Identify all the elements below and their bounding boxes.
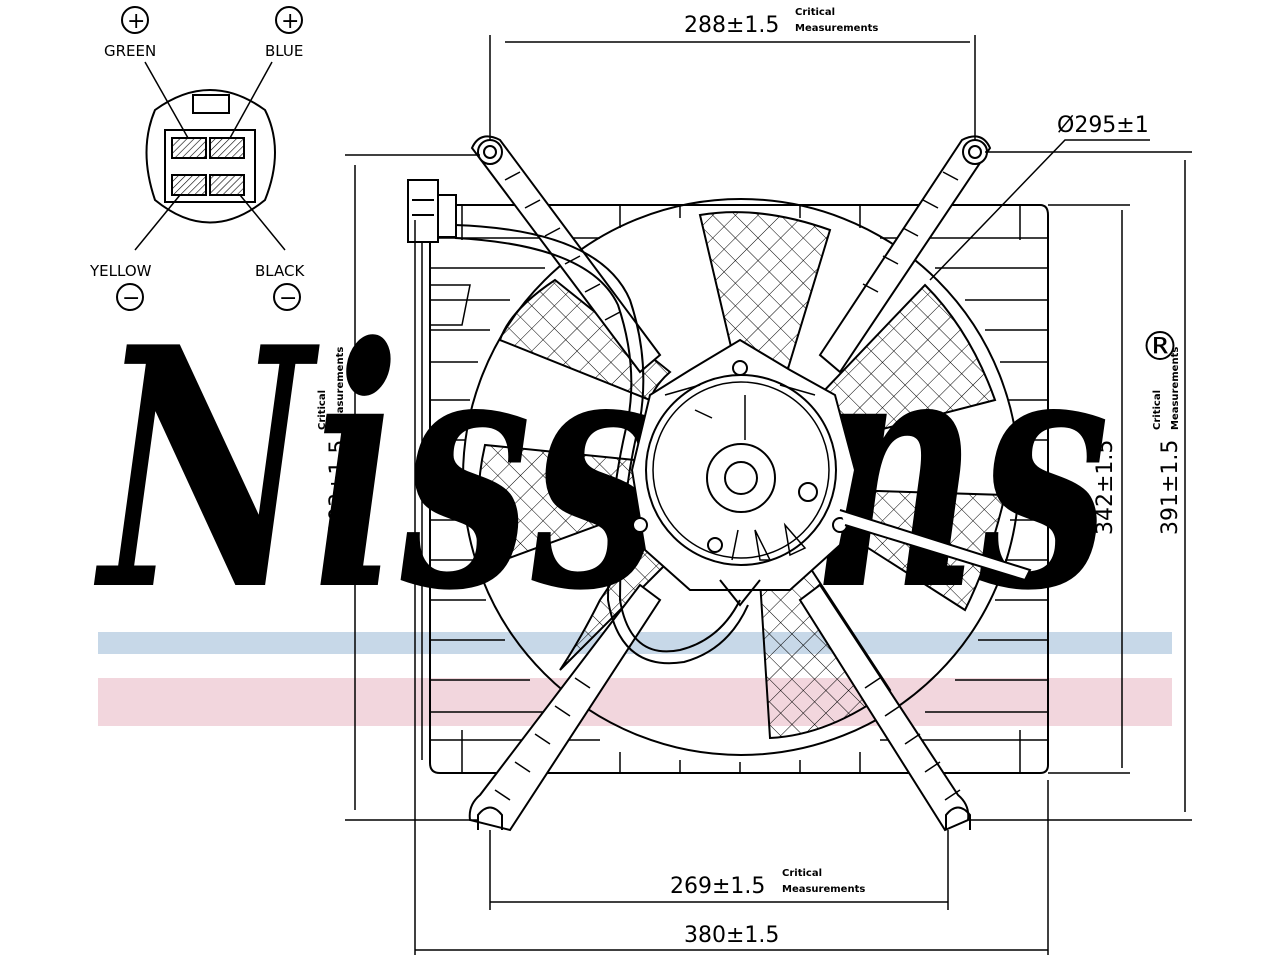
dim-overall-width: 380±1.5 bbox=[684, 923, 779, 948]
pin-yellow bbox=[171, 174, 207, 196]
polarity-icon-plus bbox=[121, 6, 149, 34]
pin-green bbox=[171, 137, 207, 159]
critical-note: Measurements bbox=[782, 884, 865, 895]
critical-note: Critical bbox=[317, 390, 328, 430]
shroud-outline bbox=[429, 204, 1049, 774]
critical-note: Measurements bbox=[795, 23, 878, 34]
polarity-sign: − bbox=[122, 286, 140, 311]
arm-bottom-right bbox=[798, 583, 970, 832]
shroud-tab bbox=[430, 284, 471, 326]
dimension-lines bbox=[345, 35, 1192, 955]
registered-mark: ® bbox=[1140, 324, 1180, 370]
motor-bolt bbox=[798, 482, 818, 502]
mount-slot bbox=[945, 806, 971, 830]
polarity-sign: − bbox=[279, 286, 297, 311]
watermark-red-stripe bbox=[98, 678, 1172, 726]
harness-plug bbox=[407, 179, 439, 243]
dim-fan-diameter: Ø295±1 bbox=[1057, 113, 1149, 138]
wiring-harness bbox=[407, 179, 1032, 665]
fan-blade bbox=[498, 278, 672, 402]
mounting-arms bbox=[468, 135, 992, 832]
dim-inner-height: 342±1.5 bbox=[1093, 440, 1118, 535]
watermark-blue-stripe bbox=[98, 632, 1172, 654]
critical-note: Critical bbox=[795, 7, 835, 18]
shroud-vertical-ribs bbox=[461, 205, 1021, 773]
arm-top-right bbox=[818, 135, 992, 374]
fan-ring bbox=[462, 198, 1020, 756]
polarity-icon-minus bbox=[273, 283, 301, 311]
polarity-sign: + bbox=[127, 9, 145, 34]
motor-bolt bbox=[732, 360, 748, 376]
dim-top-mount-spacing: 288±1.5 bbox=[684, 13, 779, 38]
polarity-icon-plus bbox=[275, 6, 303, 34]
polarity-sign: + bbox=[281, 9, 299, 34]
harness-lead bbox=[839, 509, 1032, 582]
fan-motor bbox=[630, 338, 857, 607]
mount-slot bbox=[477, 806, 503, 830]
critical-note: Critical bbox=[782, 868, 822, 879]
polarity-icon-minus bbox=[116, 283, 144, 311]
motor-wire-exit bbox=[719, 579, 761, 607]
motor-bolt bbox=[707, 537, 723, 553]
critical-note: Measurements bbox=[1170, 347, 1181, 430]
critical-note: Critical bbox=[1152, 390, 1163, 430]
connector-key bbox=[192, 94, 230, 114]
critical-note: Measurements bbox=[335, 347, 346, 430]
dimension-labels: 288±1.5 Critical Measurements Ø295±1 393… bbox=[317, 7, 1183, 948]
motor-bolt bbox=[632, 517, 648, 533]
wire-label-yellow: YELLOW bbox=[89, 262, 152, 280]
wire-label-green: GREEN bbox=[104, 42, 156, 60]
arm-bottom-left bbox=[468, 583, 662, 832]
dim-left-height: 393±1.5 bbox=[326, 440, 351, 535]
wire-label-blue: BLUE bbox=[265, 42, 303, 60]
wire-label-black: BLACK bbox=[255, 262, 305, 280]
dim-right-height: 391±1.5 bbox=[1158, 440, 1183, 535]
dim-bottom-mount-spacing: 269±1.5 bbox=[670, 874, 765, 899]
arm-top-left bbox=[470, 135, 662, 374]
motor-shaft bbox=[724, 461, 758, 495]
connector-pinout bbox=[116, 6, 303, 311]
pin-black bbox=[209, 174, 245, 196]
pin-blue bbox=[209, 137, 245, 159]
connector-labels: + + − − GREEN BLUE YELLOW BLACK bbox=[89, 9, 305, 311]
